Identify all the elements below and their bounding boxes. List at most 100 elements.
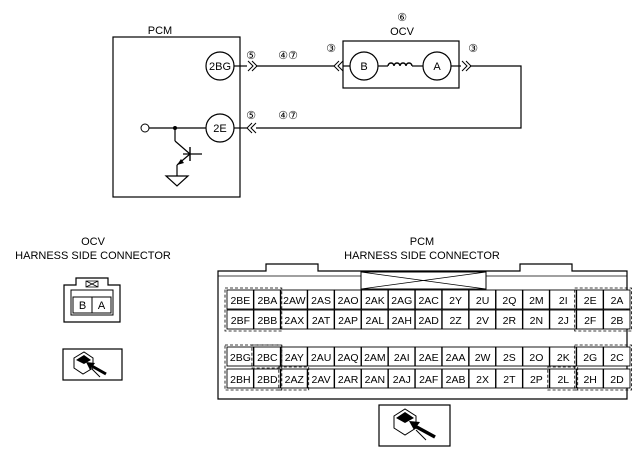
pin-label-2n: 2N <box>530 315 543 327</box>
terminal-2e-label: 2E <box>213 123 226 135</box>
pin-cell <box>441 289 470 310</box>
pcm-connector-title-line2: HARNESS SIDE CONNECTOR <box>344 250 500 262</box>
pin-label-2ad: 2AD <box>418 315 439 327</box>
ground-icon <box>164 175 190 187</box>
pin-label-2aj: 2AJ <box>393 374 411 386</box>
pcm-connector-title-line1: PCM <box>410 236 434 248</box>
pin-label-2l: 2L <box>557 374 569 386</box>
pin-group-outline <box>547 366 579 391</box>
circuit-ref-5-top: ⑤ <box>246 50 256 62</box>
pin-cell <box>549 289 577 310</box>
pin-cell <box>495 346 523 367</box>
pin-label-2af: 2AF <box>419 374 438 386</box>
pin-label-2i: 2I <box>559 295 568 307</box>
pin-label-2aw: 2AW <box>283 295 305 307</box>
pin-label-2be: 2BE <box>230 295 250 307</box>
pin-label-2ah: 2AH <box>392 315 412 327</box>
ocv-pin-a-cell <box>91 296 112 314</box>
pin-label-2ab: 2AB <box>446 374 466 386</box>
pin-label-2k: 2K <box>557 352 570 364</box>
pin-cell <box>226 289 254 310</box>
pin-cell <box>226 368 254 389</box>
pin-label-2a: 2A <box>611 295 624 307</box>
ocv-box <box>342 40 460 89</box>
circuit-ref-47-top: ④⑦ <box>278 50 298 62</box>
pin-label-2ag: 2AG <box>391 295 412 307</box>
pin-cell <box>576 346 604 367</box>
pin-label-2ai: 2AI <box>394 352 410 364</box>
pin-label-2az: 2AZ <box>285 374 305 386</box>
pcm-box <box>112 36 241 198</box>
pin-label-2q: 2Q <box>502 295 516 307</box>
pin-cell <box>387 309 416 330</box>
pin-label-2w: 2W <box>475 352 491 364</box>
pin-group-outline <box>278 366 310 391</box>
pin-cell <box>253 289 281 310</box>
pin-label-2bd: 2BD <box>257 374 278 386</box>
ocv-connector-title-line1: OCV <box>81 236 106 248</box>
pin-label-2an: 2AN <box>365 374 385 386</box>
ocv-pin-b: B <box>79 300 86 312</box>
connector-view-icon <box>62 348 123 381</box>
pin-cell <box>522 309 550 330</box>
pin-cell <box>414 346 443 367</box>
pin-cell <box>280 309 308 330</box>
ocv-connector-latch-icon <box>85 280 99 288</box>
pin-cell <box>441 309 470 330</box>
pin-label-2m: 2M <box>529 295 544 307</box>
wiring-schematic: PCM ⑥ OCV 2BG 2E B A <box>112 12 522 198</box>
pin-label-2e: 2E <box>584 295 597 307</box>
pin-group-outline <box>251 344 283 369</box>
pin-label-2j: 2J <box>558 315 569 327</box>
circuit-ref-3-left: ③ <box>326 43 336 55</box>
connector-view-icon <box>378 404 451 447</box>
pin-cell <box>414 289 443 310</box>
pin-label-2t: 2T <box>503 374 516 386</box>
pin-label-2ak: 2AK <box>365 295 385 307</box>
pin-label-2f: 2F <box>584 315 596 327</box>
pin-cell <box>468 346 496 367</box>
solenoid-coil-icon <box>378 62 423 67</box>
pin-cell <box>334 346 362 367</box>
pin-cell <box>361 346 389 367</box>
pin-label-2ac: 2AC <box>418 295 439 307</box>
pin-label-2aq: 2AQ <box>338 352 359 364</box>
pin-cell <box>361 368 389 389</box>
pin-label-2bc: 2BC <box>257 352 278 364</box>
pin-cell <box>334 289 362 310</box>
pin-label-2ay: 2AY <box>285 352 304 364</box>
pin-cell <box>495 368 523 389</box>
pin-label-2g: 2G <box>583 352 597 364</box>
pin-label-2at: 2AT <box>312 315 331 327</box>
ocv-pin-a: A <box>98 300 106 312</box>
pin-label-2u: 2U <box>476 295 489 307</box>
pin-label-2y: 2Y <box>449 295 462 307</box>
pin-label-2x: 2X <box>476 374 489 386</box>
pin-cell <box>603 309 631 330</box>
pin-cell <box>253 309 281 330</box>
pin-group-outline <box>574 344 632 391</box>
pin-label-2bf: 2BF <box>231 315 250 327</box>
ocv-terminal-a-label: A <box>433 61 441 73</box>
circuit-ref-3-right: ③ <box>468 43 478 55</box>
ocv-label: OCV <box>390 26 415 38</box>
pin-cell <box>522 289 550 310</box>
pin-cell <box>549 368 577 389</box>
pin-cell <box>576 289 604 310</box>
pin-cell <box>495 309 523 330</box>
pin-cell <box>603 289 631 310</box>
ocv-terminal-b-label: B <box>360 61 367 73</box>
ocv-harness-connector: OCV HARNESS SIDE CONNECTOR B A <box>15 236 171 381</box>
pin-cell <box>468 309 496 330</box>
pin-label-2bg: 2BG <box>230 352 251 364</box>
pin-cell <box>253 368 281 389</box>
pin-label-2b: 2B <box>611 315 624 327</box>
pin-cell <box>280 368 308 389</box>
pin-label-2al: 2AL <box>366 315 385 327</box>
terminal-2bg-label: 2BG <box>209 61 231 73</box>
pin-cell <box>307 346 335 367</box>
pin-label-2r: 2R <box>503 315 517 327</box>
pin-cell <box>549 309 577 330</box>
pin-cell <box>307 309 335 330</box>
